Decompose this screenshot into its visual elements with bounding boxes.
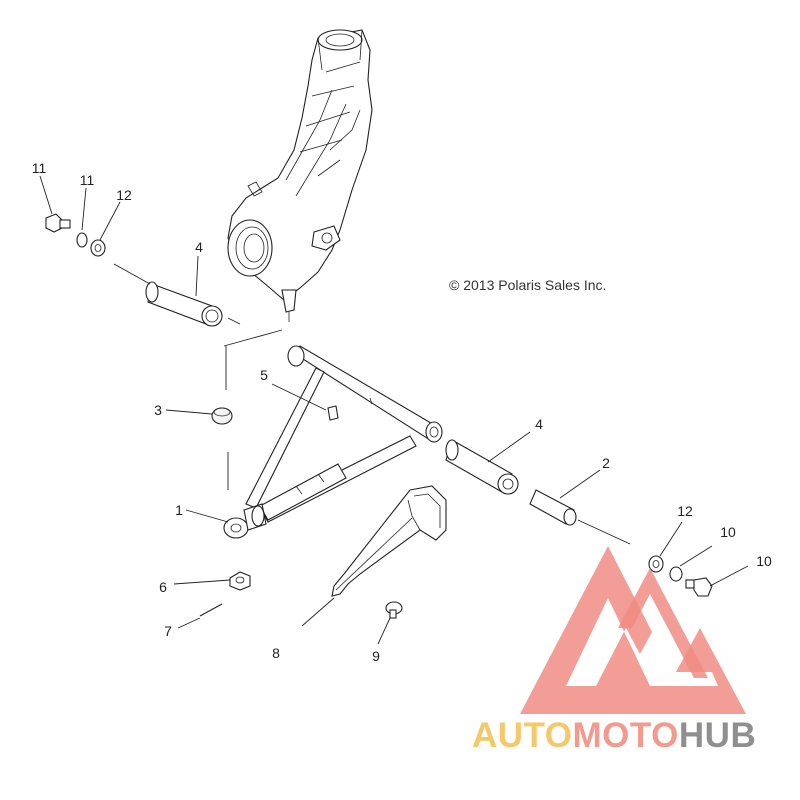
watermark-moto: MOTO bbox=[572, 716, 679, 755]
leader-lines bbox=[39, 175, 749, 645]
castle-nut-6 bbox=[229, 571, 251, 591]
nut-11-left bbox=[76, 232, 88, 248]
callout-9: 9 bbox=[372, 648, 380, 664]
bushing-4-upper bbox=[145, 281, 223, 327]
callout-4-upper: 4 bbox=[195, 239, 203, 255]
automotohub-logo-icon bbox=[520, 546, 746, 714]
bolt-10-right bbox=[685, 577, 713, 597]
callout-7: 7 bbox=[164, 623, 172, 639]
callout-5: 5 bbox=[260, 367, 268, 383]
callout-11-left: 11 bbox=[79, 172, 95, 188]
callout-8: 8 bbox=[272, 645, 280, 661]
grease-fitting-5 bbox=[327, 405, 339, 421]
bolt-10-left bbox=[45, 213, 71, 233]
a-arm-guard-8 bbox=[331, 485, 447, 597]
watermark-hub: HUB bbox=[678, 716, 757, 755]
callout-2: 2 bbox=[602, 455, 610, 471]
callout-12-left: 12 bbox=[116, 187, 132, 203]
sleeve-2 bbox=[529, 489, 577, 526]
copyright-notice: © 2013 Polaris Sales Inc. bbox=[449, 277, 607, 293]
cotter-pin-7 bbox=[199, 603, 223, 617]
screw-9 bbox=[385, 601, 403, 619]
a-arm-1 bbox=[223, 345, 443, 539]
washer-12-left bbox=[90, 239, 106, 257]
steering-knuckle bbox=[227, 29, 373, 322]
watermark-auto: AUTO bbox=[472, 716, 573, 755]
washer-12-right bbox=[648, 555, 664, 573]
callout-4-right: 4 bbox=[535, 416, 543, 432]
ball-joint-cap-3 bbox=[211, 407, 233, 425]
callout-6: 6 bbox=[159, 579, 167, 595]
callout-10-right: 10 bbox=[756, 553, 772, 569]
callout-11-right: 10 bbox=[720, 524, 736, 540]
nut-11-right bbox=[669, 566, 683, 582]
callout-10-left: 11 bbox=[31, 160, 47, 176]
callout-1: 1 bbox=[175, 502, 183, 518]
bushing-4-right bbox=[445, 439, 519, 495]
callout-3: 3 bbox=[154, 402, 162, 418]
watermark-wordmark: AUTOMOTOHUB bbox=[472, 716, 756, 756]
callout-12-right: 12 bbox=[677, 503, 693, 519]
